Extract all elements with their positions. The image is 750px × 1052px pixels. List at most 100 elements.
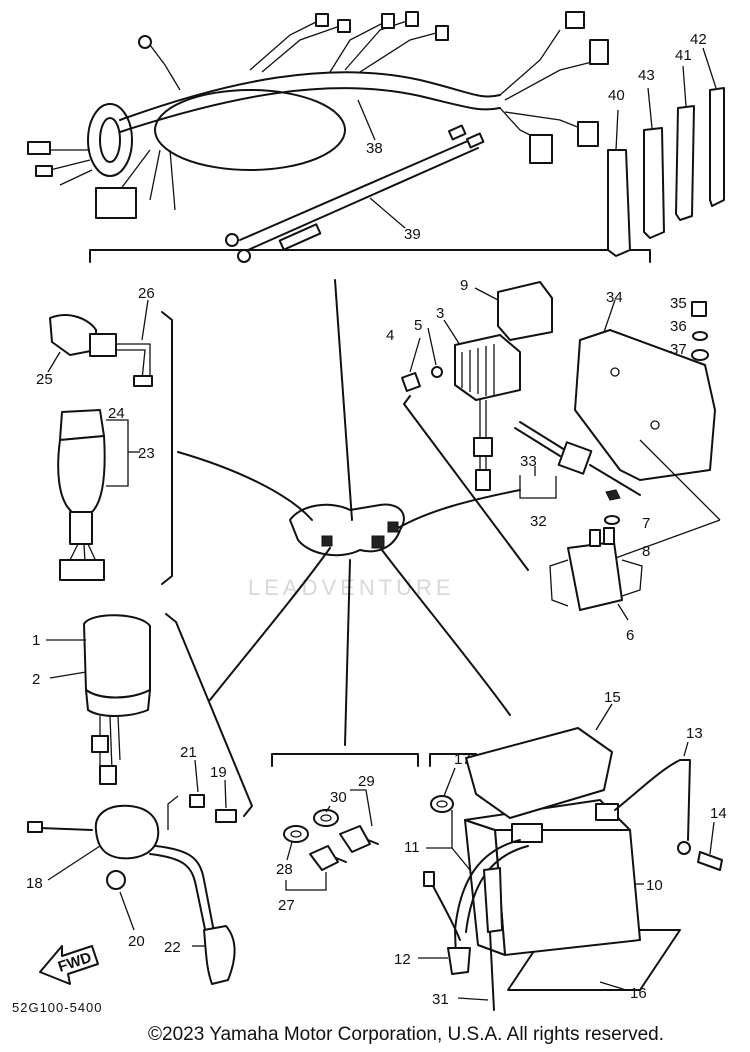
cdi-connector-b bbox=[99, 765, 117, 785]
lead-sleeve bbox=[278, 223, 322, 251]
plug-lead-upper bbox=[155, 845, 215, 933]
cable-tie-43 bbox=[643, 127, 665, 239]
relay-9 bbox=[497, 281, 553, 341]
watermark-text: LEADVENTURE bbox=[248, 575, 455, 600]
label-9: 9 bbox=[460, 277, 468, 294]
bolt-35 bbox=[691, 301, 707, 317]
leader-21 bbox=[194, 759, 199, 793]
label-40: 40 bbox=[608, 87, 625, 104]
leader-14 bbox=[709, 821, 715, 855]
battery-terminal-neg bbox=[511, 823, 543, 843]
nut-21 bbox=[189, 794, 205, 808]
leader-13 bbox=[683, 741, 689, 757]
switch-key bbox=[59, 409, 105, 441]
label-43: 43 bbox=[638, 67, 655, 84]
main-switch-group bbox=[47, 299, 173, 585]
label-26: 26 bbox=[138, 285, 155, 302]
label-16: 16 bbox=[630, 985, 647, 1002]
cdi-unit-1 bbox=[83, 614, 151, 699]
label-13: 13 bbox=[686, 725, 703, 742]
battery-group bbox=[418, 703, 723, 1011]
rectifier-relay-group bbox=[401, 281, 721, 621]
label-36: 36 bbox=[670, 318, 687, 335]
leader-3 bbox=[443, 319, 461, 346]
connector-k bbox=[27, 141, 51, 155]
label-28: 28 bbox=[276, 861, 293, 878]
cdi-connector-a bbox=[91, 735, 109, 753]
leader-19 bbox=[224, 779, 227, 809]
harness-main-upper bbox=[119, 71, 501, 121]
relay-post-2 bbox=[603, 527, 615, 545]
breather-pipe-tail bbox=[489, 931, 495, 1011]
locator-mark-2 bbox=[371, 535, 385, 549]
washer-36 bbox=[692, 331, 708, 341]
locator-line-harness bbox=[334, 279, 353, 521]
harness-wires-left-top bbox=[249, 19, 341, 73]
bolt-19 bbox=[215, 809, 237, 823]
fuse-holder-32 bbox=[557, 441, 593, 475]
cdi-bracket bbox=[165, 613, 253, 817]
leader-31 bbox=[457, 997, 489, 1001]
vehicle-locator-group bbox=[177, 279, 521, 746]
label-20: 20 bbox=[128, 933, 145, 950]
connector-d bbox=[315, 13, 329, 27]
gasket-30-hole bbox=[320, 814, 332, 822]
leader-38 bbox=[357, 99, 376, 141]
light-connector bbox=[133, 375, 153, 387]
leader-41 bbox=[682, 65, 687, 107]
label-15: 15 bbox=[604, 689, 621, 706]
battery-cable-boot bbox=[447, 947, 471, 975]
sensor-bracket bbox=[271, 753, 419, 767]
battery-cable-13-ring bbox=[677, 841, 691, 855]
connector-j bbox=[95, 187, 137, 219]
fuse-lead-out bbox=[589, 464, 641, 496]
starter-relay-6 bbox=[567, 541, 623, 611]
gasket-28-hole bbox=[290, 830, 302, 838]
harness-wires-left bbox=[49, 149, 93, 186]
leader-27 bbox=[285, 872, 327, 891]
locator-line-rectifier bbox=[397, 489, 521, 529]
rectifier-wires bbox=[479, 400, 487, 470]
label-18: 18 bbox=[26, 875, 43, 892]
switch-connector bbox=[59, 559, 105, 581]
bracket-hole-2 bbox=[650, 420, 660, 430]
leader-26 bbox=[141, 299, 149, 341]
leader-24 bbox=[106, 419, 129, 487]
battery-ground-wire bbox=[429, 879, 461, 941]
part-labels: 38 39 40 43 41 42 26 25 24 23 9 3 4 5 34… bbox=[26, 31, 727, 1008]
harness-main-lower bbox=[119, 87, 501, 133]
coil-mount-bracket bbox=[167, 795, 179, 830]
leader-11 bbox=[426, 810, 471, 871]
sensor-switches-group bbox=[271, 753, 419, 891]
battery-cable-12 bbox=[454, 839, 521, 961]
leader-5 bbox=[427, 327, 437, 366]
leader-6 bbox=[617, 603, 629, 621]
forward-arrow: FWD bbox=[39, 945, 99, 985]
label-10: 10 bbox=[646, 877, 663, 894]
switch-stem bbox=[69, 511, 93, 545]
connector-a bbox=[381, 13, 395, 29]
battery-top bbox=[464, 799, 631, 831]
bolt-14 bbox=[697, 851, 723, 871]
breather-cap-hole bbox=[436, 800, 448, 808]
rectifier-3 bbox=[454, 334, 521, 401]
coil-primary-terminal bbox=[27, 821, 43, 833]
nut-7 bbox=[605, 489, 621, 501]
cable-tie-40 bbox=[607, 149, 631, 257]
grommet bbox=[87, 103, 133, 177]
leader-34 bbox=[603, 299, 616, 333]
label-37: 37 bbox=[670, 341, 687, 358]
label-41: 41 bbox=[675, 47, 692, 64]
lead-terminal-1 bbox=[447, 124, 467, 141]
leader-30 bbox=[325, 805, 331, 813]
label-4: 4 bbox=[386, 327, 394, 344]
locator-line-cdi bbox=[209, 547, 331, 701]
lead-ring-2 bbox=[237, 249, 251, 263]
vehicle-silhouette bbox=[289, 503, 405, 557]
label-23: 23 bbox=[138, 445, 155, 462]
leader-43 bbox=[647, 87, 653, 129]
grommet-hole bbox=[99, 117, 121, 163]
battery-terminal-pos bbox=[595, 803, 619, 821]
label-24: 24 bbox=[108, 405, 125, 422]
